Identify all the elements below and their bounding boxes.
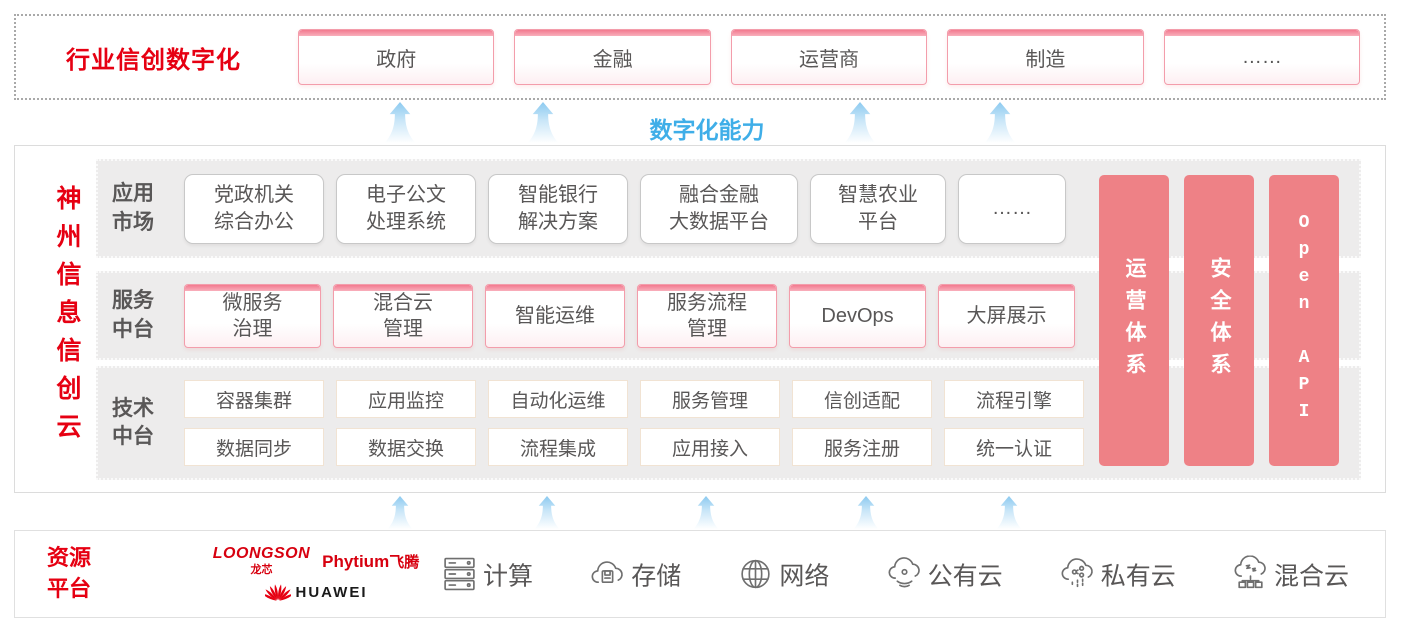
tech-item-unified-auth: 统一认证 bbox=[944, 428, 1084, 466]
resource-label: 混合云 bbox=[1273, 562, 1349, 590]
app-market-label: 应用 市场 bbox=[112, 182, 154, 234]
up-arrow-icon bbox=[984, 102, 1016, 143]
resource-label: 公有云 bbox=[927, 562, 1003, 590]
resource-label: 私有云 bbox=[1100, 562, 1176, 590]
app-item-more: …… bbox=[958, 173, 1066, 244]
service-item-devops: DevOps bbox=[789, 283, 926, 348]
tech-item-data-exchange: 数据交换 bbox=[336, 428, 476, 466]
tech-platform-panel: 技术 中台 容器集群 应用监控 自动化运维 服务管理 信创适配 流程引擎 数据同… bbox=[96, 366, 1361, 480]
tech-item-app-monitoring: 应用监控 bbox=[336, 380, 476, 418]
resource-item-hybrid-cloud: 混合云 bbox=[1232, 555, 1349, 593]
up-arrow-icon bbox=[384, 102, 416, 143]
industry-item-operator: 运营商 bbox=[730, 29, 928, 85]
resource-item-compute: 计算 bbox=[441, 556, 533, 593]
resource-label: 存储 bbox=[631, 562, 682, 590]
app-item-smart-banking: 智能银行 解决方案 bbox=[488, 173, 628, 244]
phytium-logo-cn: 飞腾 bbox=[389, 553, 420, 571]
industry-item-list: 政府 金融 运营商 制造 …… bbox=[298, 29, 1361, 85]
public-cloud-icon bbox=[888, 557, 920, 588]
pillar-operation-system: 运营体系 bbox=[1099, 175, 1169, 466]
service-item-process-mgmt: 服务流程 管理 bbox=[637, 283, 777, 348]
loongson-logo-text: LOONGSON bbox=[212, 545, 311, 562]
industry-section-title: 行业信创数字化 bbox=[66, 46, 241, 74]
up-arrow-icon bbox=[844, 102, 876, 143]
private-cloud-icon bbox=[1061, 558, 1093, 588]
compute-server-icon bbox=[444, 557, 475, 591]
up-arrow-icon bbox=[693, 496, 719, 529]
service-item-smart-ops: 智能运维 bbox=[485, 283, 625, 348]
resource-item-private-cloud: 私有云 bbox=[1059, 556, 1176, 593]
tech-item-service-registry: 服务注册 bbox=[792, 428, 932, 466]
resource-label: 网络 bbox=[779, 562, 830, 590]
hybrid-cloud-icon bbox=[1234, 555, 1266, 589]
tech-platform-items: 容器集群 应用监控 自动化运维 服务管理 信创适配 流程引擎 数据同步 数据交换… bbox=[184, 380, 1084, 466]
service-platform-panel: 服务 中台 微服务 治理 混合云 管理 智能运维 服务流程 管理 DevOps … bbox=[96, 271, 1361, 360]
tech-item-auto-ops: 自动化运维 bbox=[488, 380, 628, 418]
tech-item-process-integration: 流程集成 bbox=[488, 428, 628, 466]
tech-item-container-cluster: 容器集群 bbox=[184, 380, 324, 418]
huawei-logo-text: HUAWEI bbox=[295, 583, 368, 601]
up-arrow-icon bbox=[534, 496, 560, 529]
loongson-logo-cn: 龙芯 bbox=[250, 564, 273, 576]
pillar-security-system: 安全体系 bbox=[1184, 175, 1254, 466]
tech-platform-label: 技术 中台 bbox=[112, 396, 154, 448]
huawei-flower-icon bbox=[264, 584, 291, 601]
up-arrow-icon bbox=[853, 496, 879, 529]
app-market-items: 党政机关 综合办公 电子公文 处理系统 智能银行 解决方案 融合金融 大数据平台… bbox=[184, 173, 1066, 244]
up-arrow-icon bbox=[387, 496, 413, 529]
up-arrow-icon bbox=[996, 496, 1022, 529]
tech-item-service-mgmt: 服务管理 bbox=[640, 380, 780, 418]
app-market-panel: 应用 市场 党政机关 综合办公 电子公文 处理系统 智能银行 解决方案 融合金融… bbox=[96, 159, 1361, 258]
loongson-logo: LOONGSON 龙芯 bbox=[213, 545, 310, 577]
industry-item-finance: 金融 bbox=[514, 29, 711, 85]
app-item-smart-agriculture: 智慧农业 平台 bbox=[810, 173, 946, 244]
resource-platform-label: 资源 平台 bbox=[47, 545, 92, 601]
service-platform-label: 服务 中台 bbox=[112, 289, 154, 341]
app-item-finance-bigdata: 融合金融 大数据平台 bbox=[640, 173, 798, 244]
resource-label: 计算 bbox=[483, 562, 534, 590]
resource-item-public-cloud: 公有云 bbox=[886, 556, 1003, 593]
tech-item-process-engine: 流程引擎 bbox=[944, 380, 1084, 418]
phytium-logo: Phytium飞腾 bbox=[322, 551, 419, 572]
resource-item-storage: 存储 bbox=[589, 556, 681, 593]
tech-item-app-access: 应用接入 bbox=[640, 428, 780, 466]
service-platform-items: 微服务 治理 混合云 管理 智能运维 服务流程 管理 DevOps 大屏展示 bbox=[184, 283, 1075, 348]
industry-item-government: 政府 bbox=[298, 29, 495, 85]
industry-section: 行业信创数字化 政府 金融 运营商 制造 …… bbox=[14, 14, 1386, 100]
vendor-logos: LOONGSON 龙芯 Phytium飞腾 bbox=[191, 545, 441, 603]
cloud-platform-section: 神州信息信创云 应用 市场 党政机关 综合办公 电子公文 处理系统 智能银行 解… bbox=[14, 145, 1386, 493]
phytium-logo-text: Phytium bbox=[322, 551, 390, 571]
resource-items: 计算 存储 网络 bbox=[441, 555, 1349, 593]
tech-item-xinchuang-adapt: 信创适配 bbox=[792, 380, 932, 418]
storage-cloud-icon bbox=[591, 561, 623, 584]
capability-label: 数字化能力 bbox=[649, 117, 765, 143]
resource-item-network: 网络 bbox=[737, 556, 829, 593]
industry-item-manufacturing: 制造 bbox=[947, 29, 1144, 85]
industry-item-more: …… bbox=[1163, 29, 1361, 85]
tech-item-data-sync: 数据同步 bbox=[184, 428, 324, 466]
cloud-platform-title: 神州信息信创云 bbox=[53, 185, 81, 451]
network-globe-icon bbox=[741, 559, 771, 589]
up-arrow-icon bbox=[527, 102, 559, 143]
pillar-open-api: Open API bbox=[1269, 175, 1339, 466]
service-item-hybrid-cloud-mgmt: 混合云 管理 bbox=[333, 283, 473, 348]
huawei-logo: HUAWEI bbox=[264, 581, 368, 603]
resource-platform-section: 资源 平台 LOONGSON 龙芯 Phytium飞腾 bbox=[14, 530, 1386, 618]
app-item-party-office: 党政机关 综合办公 bbox=[184, 173, 324, 244]
app-item-edoc-system: 电子公文 处理系统 bbox=[336, 173, 476, 244]
service-item-microservice: 微服务 治理 bbox=[184, 283, 321, 348]
service-item-dashboard: 大屏展示 bbox=[938, 283, 1075, 348]
